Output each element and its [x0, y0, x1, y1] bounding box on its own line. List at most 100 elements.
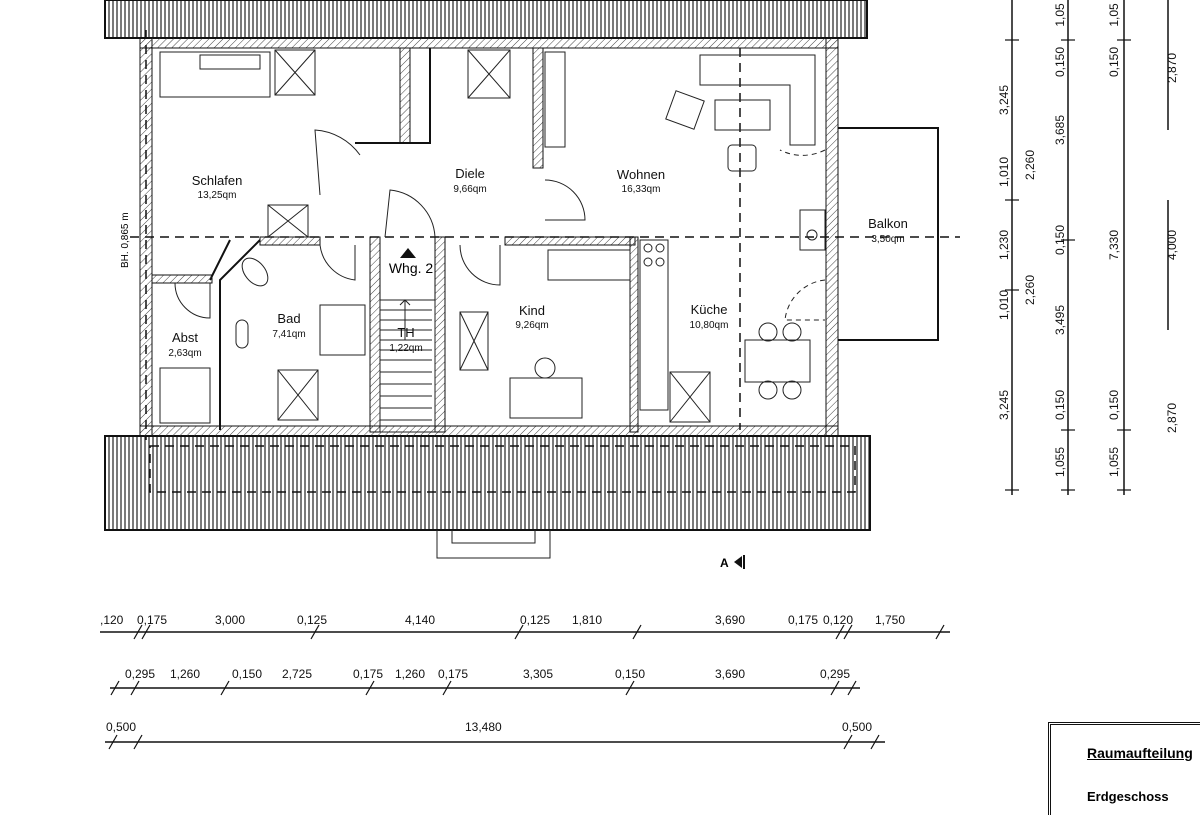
parapet-height-label: BH. 0,865 m — [120, 212, 131, 268]
dimension-tick — [365, 680, 375, 696]
dimension-label-bottom-row2: 2,725 — [282, 667, 312, 681]
dimension-tick — [835, 624, 845, 640]
dimension-label-bottom-row2: 0,150 — [615, 667, 645, 681]
interior-walls — [151, 47, 639, 433]
room-area-th: 1,22qm — [389, 343, 422, 354]
dimension-label-right-col2: 2,260 — [1023, 150, 1037, 180]
stairs — [379, 299, 436, 433]
room-area-kueche: 10,80qm — [690, 320, 729, 331]
dimension-label-bottom-row2: 0,175 — [438, 667, 468, 681]
dimension-label-right-col3: 3,495 — [1053, 305, 1067, 335]
dimension-ticks — [108, 39, 1131, 750]
dimension-label-bottom-row1: 3,000 — [215, 613, 245, 627]
dimension-tick — [830, 680, 840, 696]
dimension-tick — [870, 734, 880, 750]
dimension-label-right-col3: 0,150 — [1053, 47, 1067, 77]
dimension-label-bottom-row1: 0,125 — [520, 613, 550, 627]
room-area-bad: 7,41qm — [272, 329, 305, 340]
dimension-tick — [130, 680, 140, 696]
dimension-label-right-col1: 3,245 — [997, 390, 1011, 420]
dimension-label-bottom-row3: 0,500 — [106, 720, 136, 734]
dimension-label-bottom-row1: 3,690 — [715, 613, 745, 627]
balcony-outline — [838, 127, 939, 341]
dimension-tick — [847, 680, 857, 696]
room-name-kueche: Küche — [691, 302, 728, 317]
door-swings — [174, 129, 826, 321]
dimension-label-right-col3: 1,055 — [1053, 447, 1067, 477]
dimension-label-bottom-row1: 0,120 — [823, 613, 853, 627]
dimension-tick — [843, 624, 853, 640]
dimension-label-right-col4: 0,150 — [1107, 390, 1121, 420]
room-name-th: TH — [397, 325, 414, 340]
roof-overhang-line — [149, 445, 856, 493]
room-area-diele: 9,66qm — [453, 184, 486, 195]
dimension-label-right-col1: 1,230 — [997, 230, 1011, 260]
dimension-tick — [632, 624, 642, 640]
dimension-label-bottom-row2: 0,175 — [353, 667, 383, 681]
title-block-subtitle: Erdgeschoss — [1087, 789, 1169, 804]
dimension-label-right-col5: 4,000 — [1165, 230, 1179, 260]
dimension-tick — [935, 624, 945, 640]
dimension-label-right-col5: 2,870 — [1165, 403, 1179, 433]
title-block-title: Raumaufteilung — [1087, 745, 1193, 761]
dimension-label-bottom-row2: 1,260 — [395, 667, 425, 681]
dimension-label-bottom-row2: 3,690 — [715, 667, 745, 681]
room-name-kind: Kind — [519, 303, 545, 318]
section-arrow-icon — [734, 556, 742, 568]
dimension-label-right-col5: 2,870 — [1165, 53, 1179, 83]
furniture — [159, 49, 826, 424]
dimension-label-right-col3: 0,150 — [1053, 390, 1067, 420]
outer-walls — [139, 37, 839, 437]
dimension-tick — [220, 680, 230, 696]
roof-top — [104, 0, 868, 39]
dimension-label-bottom-row3: 0,500 — [842, 720, 872, 734]
room-name-bad: Bad — [277, 311, 300, 326]
dimension-label-bottom-row1: 0,125 — [297, 613, 327, 627]
dimension-label-right-col1: 3,245 — [997, 85, 1011, 115]
room-name-wohnen: Wohnen — [617, 167, 665, 182]
dimension-label-right-col3: 0,150 — [1053, 225, 1067, 255]
section-mark-label: A — [720, 556, 729, 570]
dimension-label-right-col4: 7,330 — [1107, 230, 1121, 260]
dimension-label-bottom-row1: 4,140 — [405, 613, 435, 627]
dimension-label-bottom-row1: 0,175 — [788, 613, 818, 627]
dimension-labels: ,120 0,175 3,000 0,125 4,140 0,125 1,810 3,690 0… — [100, 3, 1179, 734]
dimension-label-bottom-row2: 0,295 — [820, 667, 850, 681]
room-area-wohnen: 16,33qm — [622, 184, 661, 195]
dimension-label-bottom-row2: 3,305 — [523, 667, 553, 681]
dimension-label-right-col3: 3,685 — [1053, 115, 1067, 145]
room-area-schlafen: 13,25qm — [198, 190, 237, 201]
dimension-tick — [133, 734, 143, 750]
dimension-label-bottom-row1: 0,175 — [137, 613, 167, 627]
dimension-label-bottom-row2: 0,295 — [125, 667, 155, 681]
dimension-label-bottom-row2: 0,150 — [232, 667, 262, 681]
unit-label: Whg. 2 — [389, 260, 434, 276]
dimension-lines — [100, 0, 1169, 743]
dimension-label-right-col4: 1,05 — [1107, 3, 1121, 27]
dimension-tick — [625, 680, 635, 696]
room-name-abst: Abst — [172, 330, 198, 345]
roof-bottom — [104, 435, 871, 531]
dimension-tick — [110, 680, 120, 696]
dimension-label-bottom-row1: 1,750 — [875, 613, 905, 627]
dimension-label-right-col1: 1,010 — [997, 157, 1011, 187]
dimension-tick — [310, 624, 320, 640]
title-block: Raumaufteilung Erdgeschoss — [1048, 722, 1200, 815]
dimension-tick — [108, 734, 118, 750]
dimension-label-bottom-row2: 1,260 — [170, 667, 200, 681]
dimension-label-right-col1: 1,010 — [997, 290, 1011, 320]
entrance-step — [436, 530, 551, 559]
entrance-triangle-icon — [400, 248, 416, 258]
dimension-tick — [843, 734, 853, 750]
dimension-label-right-col4: 1,055 — [1107, 447, 1121, 477]
dimension-label-bottom-row1: ,120 — [100, 613, 124, 627]
dimension-tick — [442, 680, 452, 696]
room-name-diele: Diele — [455, 166, 485, 181]
dimension-label-bottom-row1: 1,810 — [572, 613, 602, 627]
dimension-label-right-col4: 0,150 — [1107, 47, 1121, 77]
room-area-kind: 9,26qm — [515, 320, 548, 331]
room-name-balkon: Balkon — [868, 216, 908, 231]
dimension-tick — [514, 624, 524, 640]
dimension-label-bottom-row3: 13,480 — [465, 720, 502, 734]
